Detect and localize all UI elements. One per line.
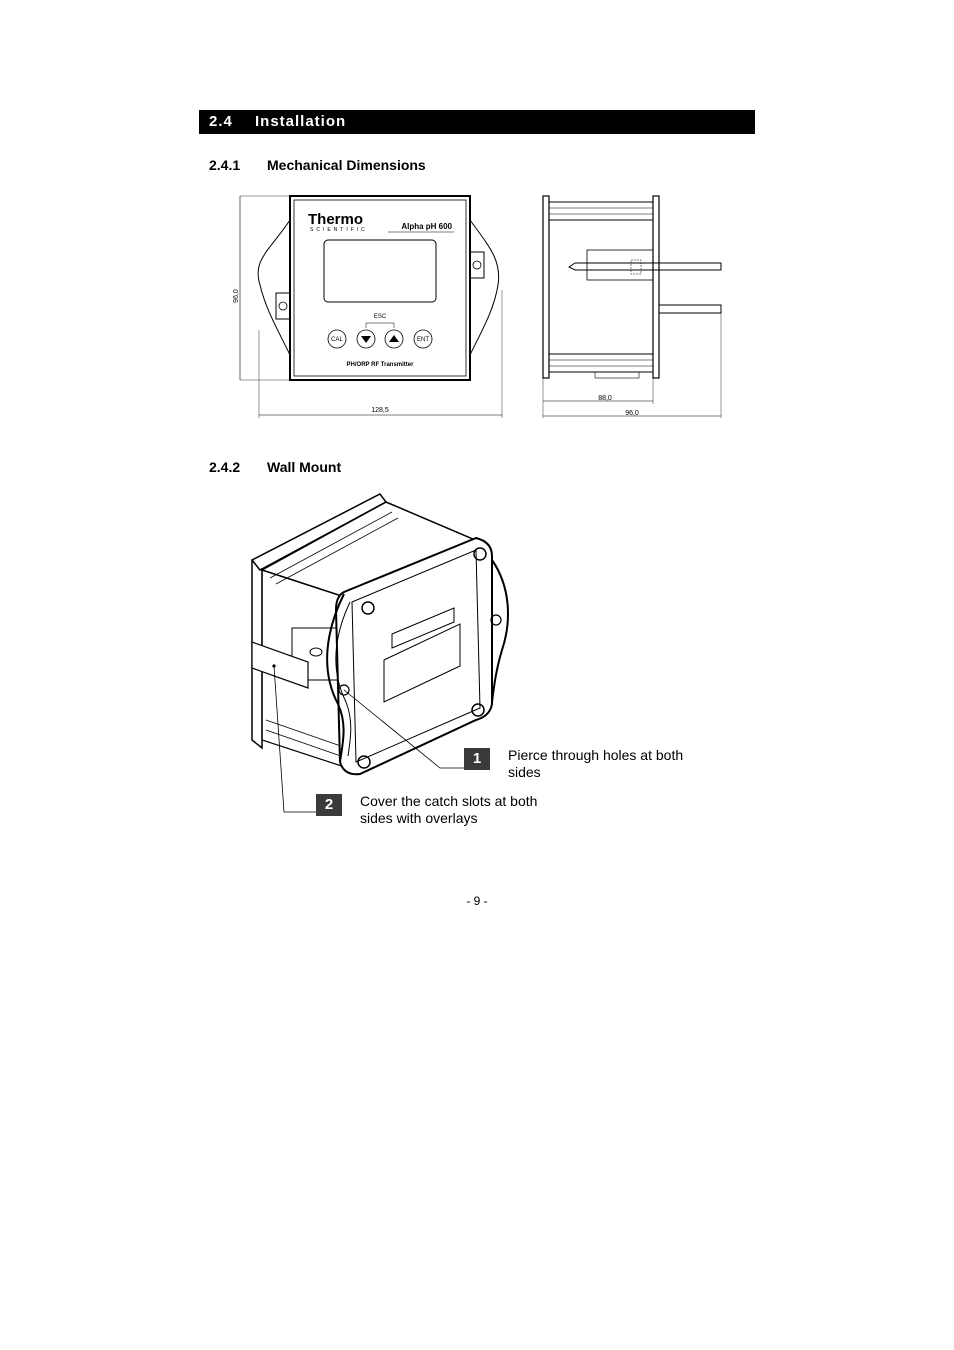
- side-view-drawing: 88,0 96,0: [542, 195, 722, 418]
- esc-label: ESC: [374, 314, 387, 320]
- callout-2-line1: Cover the catch slots at both: [360, 793, 538, 809]
- dim-total-label: 96,0: [625, 410, 639, 417]
- down-arrow-icon: [361, 336, 371, 343]
- callout-number-1: 1: [464, 748, 490, 770]
- wall-mount-drawing: [250, 493, 509, 813]
- callout-1-line1: Pierce through holes at both: [508, 747, 684, 763]
- subsection-number-mechanical: 2.4.1: [209, 157, 241, 173]
- callout-2-line2: sides with overlays: [360, 810, 478, 826]
- subsection-title-wallmount: Wall Mount: [267, 459, 342, 475]
- cal-button-label: CAL: [331, 337, 343, 343]
- dim-height-label: 96,0: [233, 289, 240, 303]
- dim-depth-label: 88,0: [598, 395, 612, 402]
- section-number: 2.4: [209, 113, 233, 130]
- footer-label: PH/ORP RF Transmitter: [347, 362, 415, 368]
- front-view-drawing: 96,0 128,5 Thermo SCIENTIFIC Alpha pH 60…: [233, 195, 503, 418]
- brand-sub: SCIENTIFIC: [310, 227, 368, 233]
- section-header: 2.4 Installation: [199, 110, 755, 134]
- subsection-number-wallmount: 2.4.2: [209, 459, 241, 475]
- callout-1-line2: sides: [508, 764, 541, 780]
- ent-button-label: ENT: [417, 337, 429, 343]
- callout-text-2: Cover the catch slots at both sides with…: [360, 793, 537, 827]
- callout-text-1: Pierce through holes at both sides: [508, 747, 683, 781]
- callout-number-2: 2: [316, 794, 342, 816]
- model-label: Alpha pH 600: [401, 222, 452, 231]
- dim-width-label: 128,5: [371, 407, 389, 414]
- page-number: - 9 -: [466, 894, 488, 908]
- brand-logo: Thermo: [308, 211, 363, 228]
- up-arrow-icon: [389, 335, 399, 342]
- section-title: Installation: [255, 113, 347, 130]
- subsection-title-mechanical: Mechanical Dimensions: [267, 157, 426, 173]
